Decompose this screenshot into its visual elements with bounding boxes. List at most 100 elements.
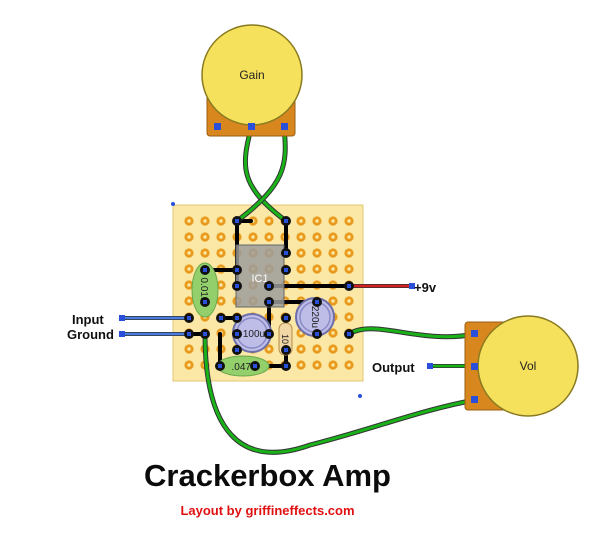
page-subtitle: Layout by griffineffects.com bbox=[180, 503, 355, 518]
board-hole-center bbox=[187, 235, 191, 239]
board-hole-center bbox=[267, 219, 271, 223]
capacitor-047u: .047u bbox=[216, 355, 270, 377]
vol-pot[interactable]: Vol bbox=[464, 315, 579, 417]
board-hole-center bbox=[219, 283, 223, 287]
solder-point-marker bbox=[267, 300, 271, 304]
board-hole-center bbox=[187, 347, 191, 351]
board-hole-center bbox=[203, 235, 207, 239]
board-hole-center bbox=[203, 219, 207, 223]
ic1: IC1 bbox=[235, 244, 285, 308]
solder-point-marker bbox=[218, 364, 222, 368]
gain-pot[interactable]: Gain bbox=[201, 24, 303, 137]
solder-point-marker bbox=[284, 364, 288, 368]
board-hole-center bbox=[299, 363, 303, 367]
board-hole-center bbox=[347, 347, 351, 351]
solder-point-marker bbox=[235, 348, 239, 352]
solder-point-marker bbox=[315, 300, 319, 304]
gain-pot-label: Gain bbox=[239, 68, 264, 82]
board-hole-center bbox=[203, 251, 207, 255]
board-hole-center bbox=[187, 251, 191, 255]
board-hole-center bbox=[299, 331, 303, 335]
board-hole-center bbox=[315, 267, 319, 271]
cap-220u-label: 220u bbox=[309, 306, 320, 328]
solder-point-marker bbox=[267, 332, 271, 336]
solder-point-marker bbox=[235, 219, 239, 223]
solder-point-marker bbox=[235, 332, 239, 336]
solder-point-marker bbox=[315, 332, 319, 336]
board-hole-center bbox=[299, 267, 303, 271]
solder-point-marker bbox=[235, 316, 239, 320]
gain-wire-b bbox=[234, 125, 288, 224]
solder-point-marker bbox=[284, 251, 288, 255]
board-hole-center bbox=[331, 347, 335, 351]
board-hole-center bbox=[347, 363, 351, 367]
board-hole-center bbox=[347, 219, 351, 223]
selection-markers bbox=[119, 202, 433, 398]
board-hole-center bbox=[315, 219, 319, 223]
board-hole-center bbox=[347, 251, 351, 255]
vol-pot-label: Vol bbox=[520, 359, 537, 373]
board-hole-center bbox=[331, 299, 335, 303]
board-hole-center bbox=[299, 235, 303, 239]
gain-wire-a bbox=[242, 125, 289, 224]
board-hole-center bbox=[251, 235, 255, 239]
solder-point-marker bbox=[284, 348, 288, 352]
board-hole-center bbox=[331, 235, 335, 239]
solder-point-marker bbox=[284, 219, 288, 223]
board-hole-center bbox=[347, 235, 351, 239]
board-hole-center bbox=[331, 251, 335, 255]
board-hole-center bbox=[315, 363, 319, 367]
resistor-label: 10 bbox=[280, 334, 290, 344]
gain-pot-lugs bbox=[214, 123, 288, 130]
page-title: Crackerbox Amp bbox=[144, 458, 391, 493]
board-hole-center bbox=[347, 299, 351, 303]
solder-point-marker bbox=[347, 332, 351, 336]
capacitor-001u: 0.01u bbox=[191, 262, 219, 318]
solder-point-marker bbox=[219, 316, 223, 320]
board-hole-center bbox=[267, 235, 271, 239]
board-hole-center bbox=[187, 299, 191, 303]
board-hole-center bbox=[219, 235, 223, 239]
vol-pot-lugs bbox=[471, 330, 478, 403]
solder-point-marker bbox=[203, 268, 207, 272]
board-hole-center bbox=[315, 347, 319, 351]
vol-wire-in bbox=[346, 326, 478, 340]
solder-point-marker bbox=[235, 268, 239, 272]
board-hole-center bbox=[187, 363, 191, 367]
board-hole-center bbox=[331, 267, 335, 271]
board-hole-center bbox=[331, 363, 335, 367]
input-label: Input bbox=[72, 312, 104, 327]
board-hole-center bbox=[219, 299, 223, 303]
cap-047u-label: .047u bbox=[231, 362, 256, 373]
board-hole-center bbox=[347, 267, 351, 271]
board-hole-center bbox=[299, 219, 303, 223]
solder-points bbox=[184, 216, 354, 371]
solder-point-marker bbox=[284, 268, 288, 272]
ground-label: Ground bbox=[67, 327, 114, 342]
cap-001u-label: 0.01u bbox=[198, 277, 209, 302]
board-hole-center bbox=[187, 283, 191, 287]
solder-point-marker bbox=[347, 284, 351, 288]
solder-point-marker bbox=[187, 316, 191, 320]
power-label: +9v bbox=[414, 280, 437, 295]
ic1-label: IC1 bbox=[251, 273, 268, 285]
cap-100u-label: 100u bbox=[243, 329, 265, 340]
solder-point-marker bbox=[187, 332, 191, 336]
board-hole-center bbox=[187, 219, 191, 223]
board-hole-center bbox=[299, 347, 303, 351]
board-hole-center bbox=[331, 219, 335, 223]
board-hole-center bbox=[187, 267, 191, 271]
board-hole-center bbox=[299, 251, 303, 255]
green-wires bbox=[202, 125, 478, 455]
solder-point-marker bbox=[203, 300, 207, 304]
solder-point-marker bbox=[235, 284, 239, 288]
board-hole-center bbox=[315, 235, 319, 239]
vol-wire-ground bbox=[202, 331, 478, 455]
solder-point-marker bbox=[203, 332, 207, 336]
board-hole-center bbox=[267, 347, 271, 351]
output-label: Output bbox=[372, 360, 415, 375]
solder-point-marker bbox=[284, 316, 288, 320]
board-hole-center bbox=[219, 251, 223, 255]
